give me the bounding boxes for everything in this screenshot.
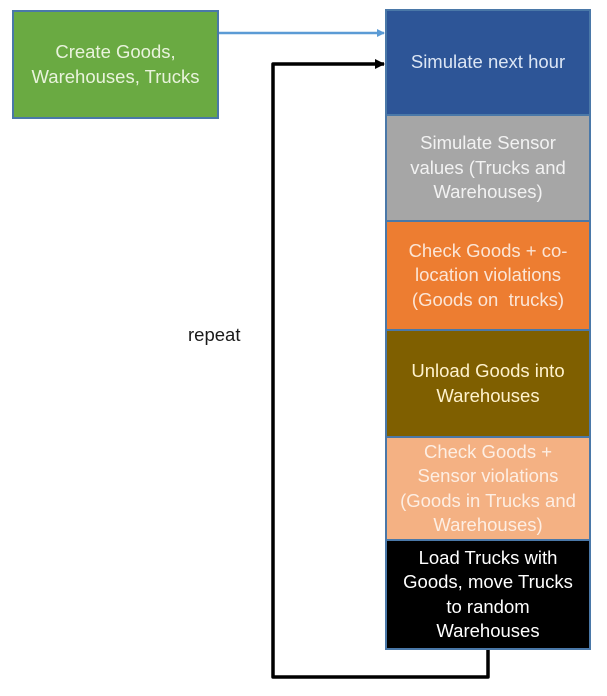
step-label: Check Goods + co-location violations (Go… bbox=[408, 239, 568, 310]
step-check-sensor-violations: Check Goods + Sensor violations (Goods i… bbox=[385, 436, 591, 541]
step-label: Unload Goods into Warehouses bbox=[411, 360, 565, 406]
step-load-trucks: Load Trucks with Goods, move Trucks to r… bbox=[385, 539, 591, 650]
step-label: Load Trucks with Goods, move Trucks to r… bbox=[403, 546, 573, 642]
create-entities-box: Create Goods, Warehouses, Trucks bbox=[12, 10, 219, 119]
step-label: Simulate Sensor values (Trucks and Wareh… bbox=[410, 132, 566, 203]
step-unload-goods: Unload Goods into Warehouses bbox=[385, 329, 591, 438]
step-label: Check Goods + Sensor violations (Goods i… bbox=[400, 440, 576, 536]
step-check-colocation-violations: Check Goods + co-location violations (Go… bbox=[385, 220, 591, 331]
step-simulate-sensor-values: Simulate Sensor values (Trucks and Wareh… bbox=[385, 114, 591, 222]
loop-arrow bbox=[271, 59, 490, 679]
create-entities-label: Create Goods, Warehouses, Trucks bbox=[31, 41, 200, 87]
repeat-label: repeat bbox=[188, 324, 241, 345]
step-label: Simulate next hour bbox=[410, 51, 566, 73]
step-simulate-next-hour: Simulate next hour bbox=[385, 9, 591, 116]
